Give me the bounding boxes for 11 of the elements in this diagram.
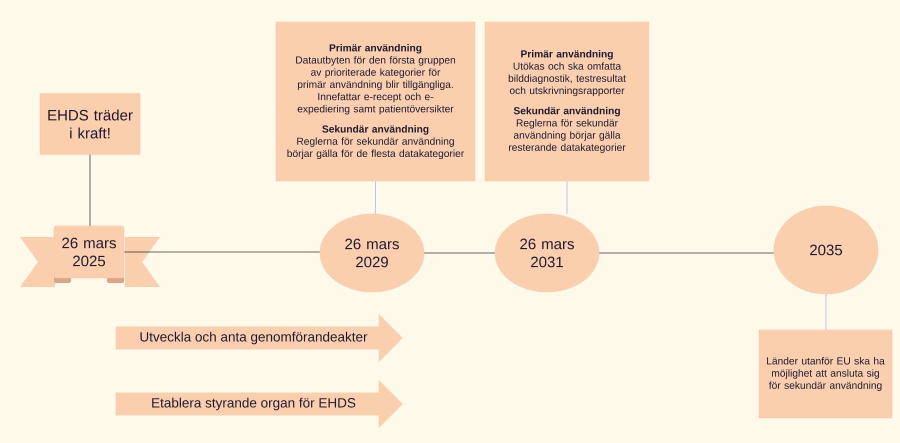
pointed-task-band: Etablera styrande organ för EHDS bbox=[116, 380, 403, 428]
milestone-box: Primär användning Datautbyten för den första gruppen av prioriterade kategorier för primär användning blir tillgängliga. Innefattar e-recept och e-expediering samt patientöversikter Sekundär användning Reglerna för sekundär användning börjar gälla för de flesta datakategorier bbox=[276, 22, 476, 182]
connector-line bbox=[375, 180, 376, 214]
connector-line bbox=[566, 180, 568, 214]
connector-line bbox=[598, 252, 774, 254]
connector-line bbox=[424, 252, 496, 254]
event-box: EHDS träder i kraft! bbox=[40, 93, 140, 155]
ribbon-banner: 26 mars 2025 bbox=[20, 226, 160, 287]
note-box: Länder utanför EU ska ha möjlighet att ansluta sig för sekundär användning bbox=[758, 330, 892, 418]
pointed-task-band: Utveckla och anta genomförandeakter bbox=[116, 314, 403, 362]
milestone-box: Primär användning Utökas och ska omfatta bilddiagnostik, testresultat och utskrivningsrapporter Sekundär användning Reglerna för sekundär användning börjar gälla resterande datakategorier bbox=[484, 22, 650, 182]
